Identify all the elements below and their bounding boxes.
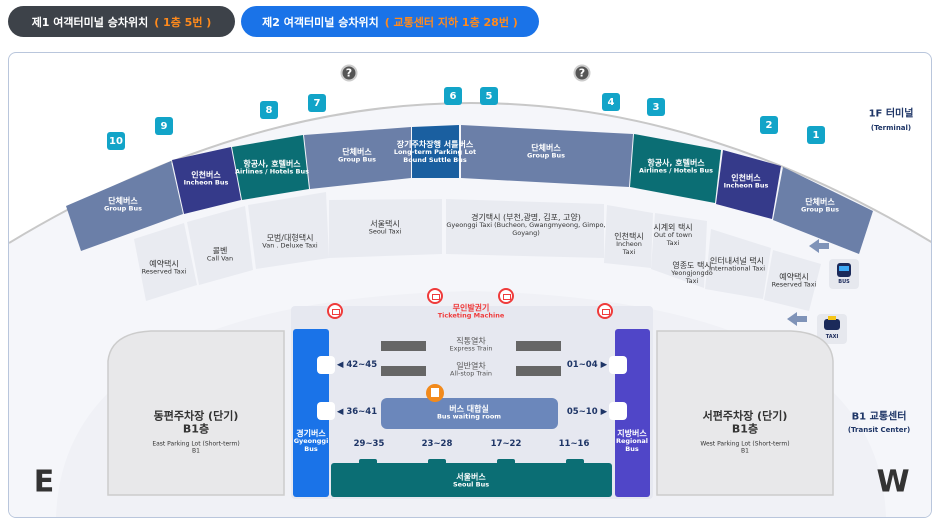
terminal-label-en: (Terminal)	[870, 123, 912, 132]
platform-42-45: ◀ 42~45	[336, 360, 378, 370]
transit-label-en: (Transit Center)	[847, 425, 911, 434]
platform-17-22: 17~22	[490, 439, 522, 449]
gate-7: 7	[308, 94, 326, 112]
platform-11-16: 11~16	[558, 439, 590, 449]
platform-01-04: 01~04 ▶	[566, 360, 608, 370]
platform-29-35: 29~35	[353, 439, 385, 449]
ticketing-machine-icon	[427, 288, 443, 304]
taxi-zone-gyeonggi: 경기택시 (부천,광명, 김포, 고양)Gyeonggi Taxi (Buche…	[446, 212, 606, 237]
ticketing-machine-icon	[327, 303, 343, 319]
gate-5: 5	[480, 87, 498, 105]
gate-10: 10	[107, 132, 125, 150]
tab-detail: ( 교통센터 지하 1층 28번 )	[384, 15, 518, 29]
zone-airlines-bus	[232, 135, 309, 200]
gate-2: 2	[760, 116, 778, 134]
tab-label: 제2 여객터미널 승차위치	[262, 15, 379, 29]
zone-group-bus	[304, 127, 411, 189]
tab-detail: ( 1층 5번 )	[154, 15, 212, 29]
zone-group-bus	[773, 167, 873, 254]
gate-8: 8	[260, 101, 278, 119]
west-parking-lot: 서편주차장 (단기) B1층 West Parking Lot (Short-t…	[700, 409, 790, 455]
ticketing-machine-icon	[597, 303, 613, 319]
map-shapes	[9, 102, 931, 517]
gate-4: 4	[602, 93, 620, 111]
tab-terminal-1[interactable]: 제1 여객터미널 승차위치 ( 1층 5번 )	[8, 6, 235, 37]
compass-west: W	[876, 464, 910, 500]
help-icon[interactable]: ?	[340, 64, 358, 82]
platform-23-28: 23~28	[421, 439, 453, 449]
zone-incheon-bus	[172, 147, 241, 214]
terminal-label: 1F 터미널	[868, 108, 914, 120]
platform-36-41: ◀ 36~41	[336, 407, 378, 417]
zone-group-bus	[66, 161, 183, 251]
gate-1: 1	[807, 126, 825, 144]
platform-05-10: 05~10 ▶	[566, 407, 608, 417]
gate-3: 3	[647, 98, 665, 116]
zone-group-bus	[461, 125, 633, 187]
gate-6: 6	[444, 87, 462, 105]
zone-longterm-bus	[412, 125, 459, 178]
tab-label: 제1 여객터미널 승차위치	[31, 15, 149, 29]
help-icon[interactable]: ?	[573, 64, 591, 82]
gate-9: 9	[155, 117, 173, 135]
taxi-icon: TAXI	[825, 334, 839, 341]
bus-icon: BUS	[838, 279, 850, 286]
zone-incheon-bus	[716, 150, 781, 219]
boarding-map: 1F 터미널 (Terminal) B1 교통센터 (Transit Cente…	[8, 52, 932, 518]
compass-east: E	[33, 464, 55, 500]
east-parking-lot: 동편주차장 (단기) B1층 East Parking Lot (Short-t…	[152, 409, 240, 455]
transit-label: B1 교통센터	[851, 411, 907, 423]
zone-airlines-bus	[630, 134, 721, 203]
tab-terminal-2[interactable]: 제2 여객터미널 승차위치 ( 교통센터 지하 1층 28번 )	[241, 6, 539, 37]
ticketing-machine-icon	[498, 288, 514, 304]
